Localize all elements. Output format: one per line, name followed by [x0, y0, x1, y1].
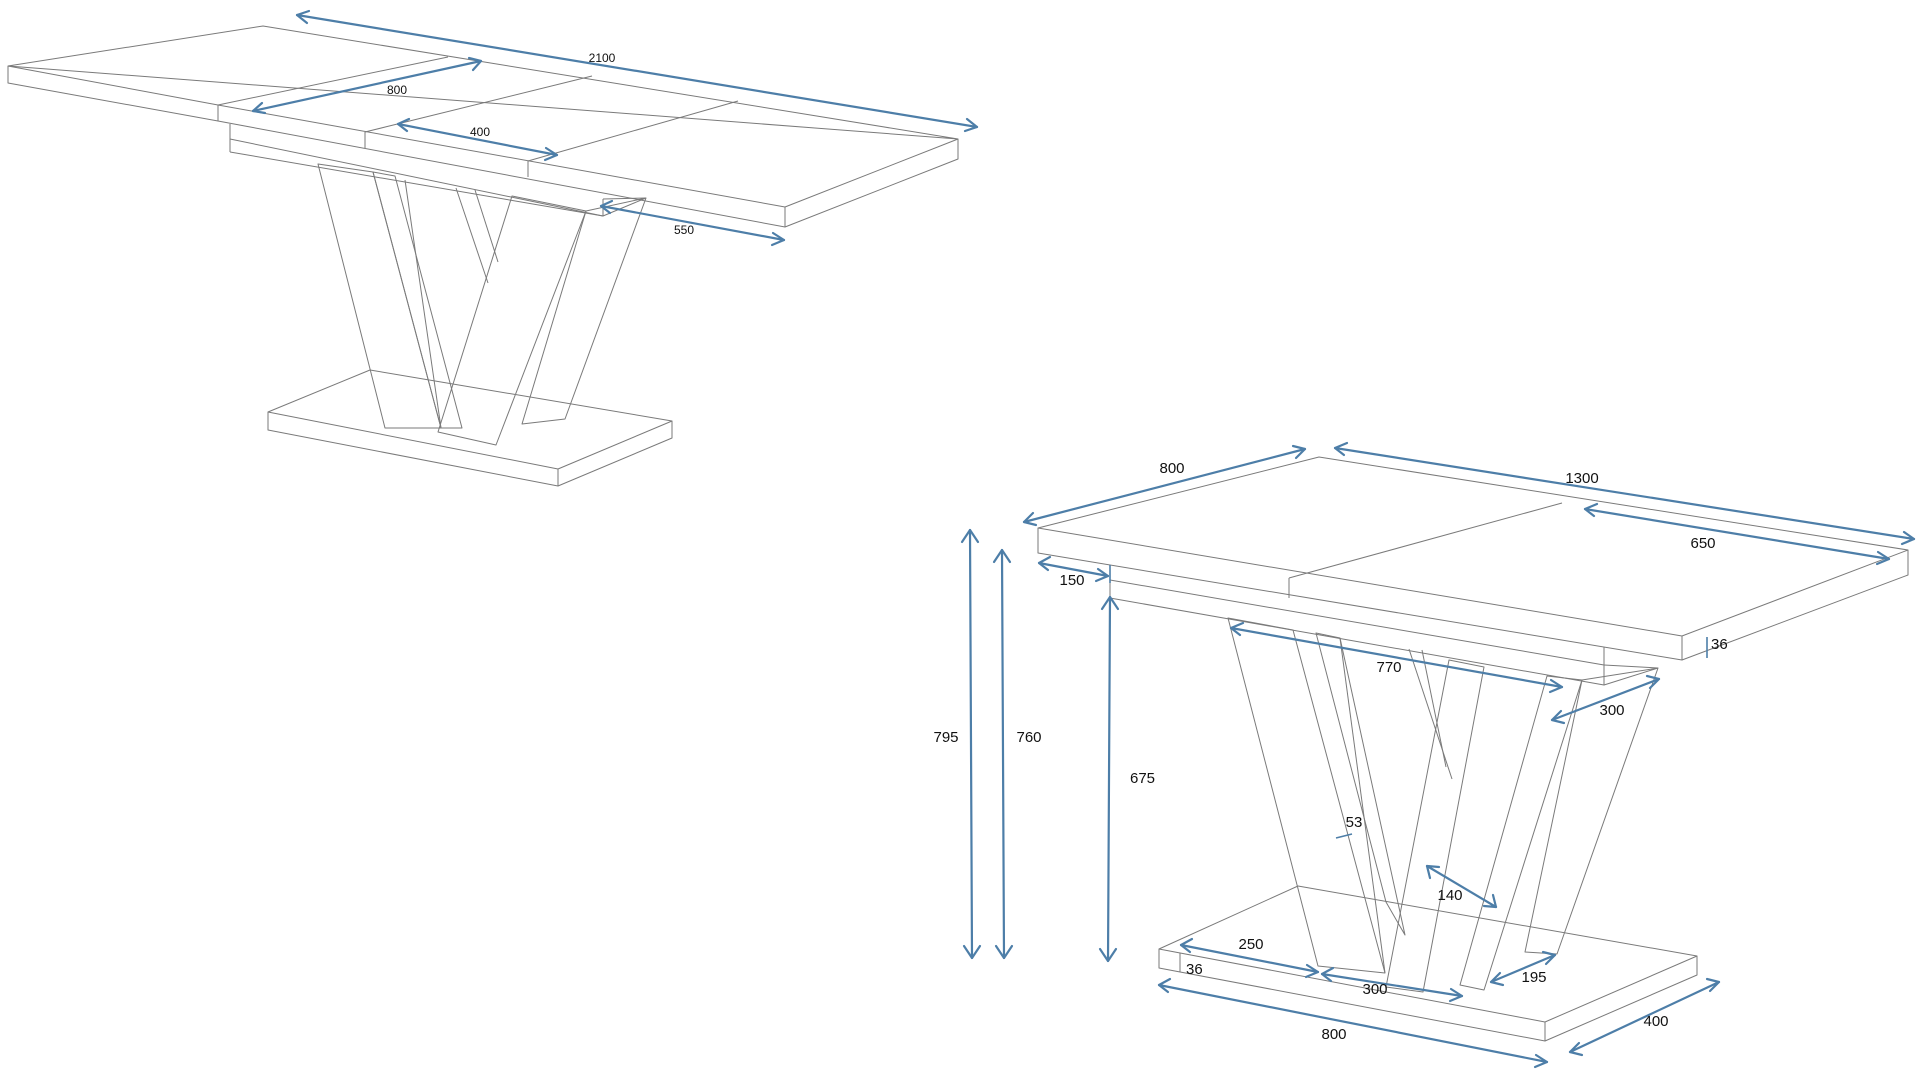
dim-label: 550 [674, 223, 694, 237]
dim-label: 300 [1362, 981, 1387, 998]
dim-label: 760 [1016, 729, 1041, 746]
dim-label: 800 [1159, 460, 1184, 477]
dim-label: 195 [1521, 969, 1546, 986]
dim-label: 800 [387, 83, 407, 97]
dim-frame-depth-300: 300 [1550, 674, 1661, 725]
dim-label: 800 [1321, 1026, 1346, 1043]
dim-base-offset-250: 250 [1179, 936, 1320, 979]
dim-depth-550: 550 [599, 199, 786, 247]
dim-label: 36 [1186, 961, 1203, 978]
closed-table-outline [1037, 456, 1909, 1042]
dim-leg-gap-300: 300 [1320, 966, 1464, 1003]
dim-leg-thickness-53: 53 [1335, 814, 1363, 839]
dim-label: 140 [1437, 887, 1462, 904]
dim-label: 250 [1238, 936, 1263, 953]
dim-label: 1300 [1565, 470, 1598, 487]
dim-label: 2100 [589, 51, 616, 65]
dim-leg-width-140: 140 [1425, 864, 1498, 909]
dim-top-inset-650: 650 [1583, 502, 1891, 566]
dim-height-795: 795 [933, 528, 982, 960]
dim-top-width-800: 800 [1022, 444, 1307, 527]
dim-base-length-800: 800 [1157, 977, 1549, 1069]
dim-top-thickness-36: 36 [1706, 636, 1728, 658]
dim-height-760: 760 [992, 548, 1042, 960]
dim-base-thickness-36: 36 [1186, 961, 1203, 978]
dim-frame-length-770: 770 [1229, 621, 1564, 694]
dim-label: 675 [1130, 770, 1155, 787]
dim-label: 770 [1376, 659, 1401, 676]
dim-label: 795 [933, 729, 958, 746]
extended-table-outline [7, 25, 959, 487]
dim-extension-400: 400 [396, 117, 559, 162]
extended-table-view: 2100 800 400 550 [7, 9, 979, 487]
dim-label: 300 [1599, 702, 1624, 719]
dim-top-length-1300: 1300 [1333, 441, 1916, 546]
dim-base-depth-400: 400 [1568, 977, 1721, 1057]
dim-label: 400 [470, 125, 490, 139]
dim-leg-height-675: 675 [1098, 595, 1155, 963]
dim-label: 36 [1711, 636, 1728, 653]
dim-label: 53 [1346, 814, 1363, 831]
dim-label: 400 [1643, 1013, 1668, 1030]
dim-label: 150 [1059, 572, 1084, 589]
dim-label: 650 [1690, 535, 1715, 552]
dim-length-2100: 2100 [295, 9, 979, 133]
closed-table-view: 800 1300 650 150 36 [933, 441, 1916, 1069]
dim-leg-foot-195: 195 [1489, 950, 1557, 987]
dim-overhang-150: 150 [1037, 555, 1111, 589]
dim-leaf-800: 800 [251, 56, 483, 115]
